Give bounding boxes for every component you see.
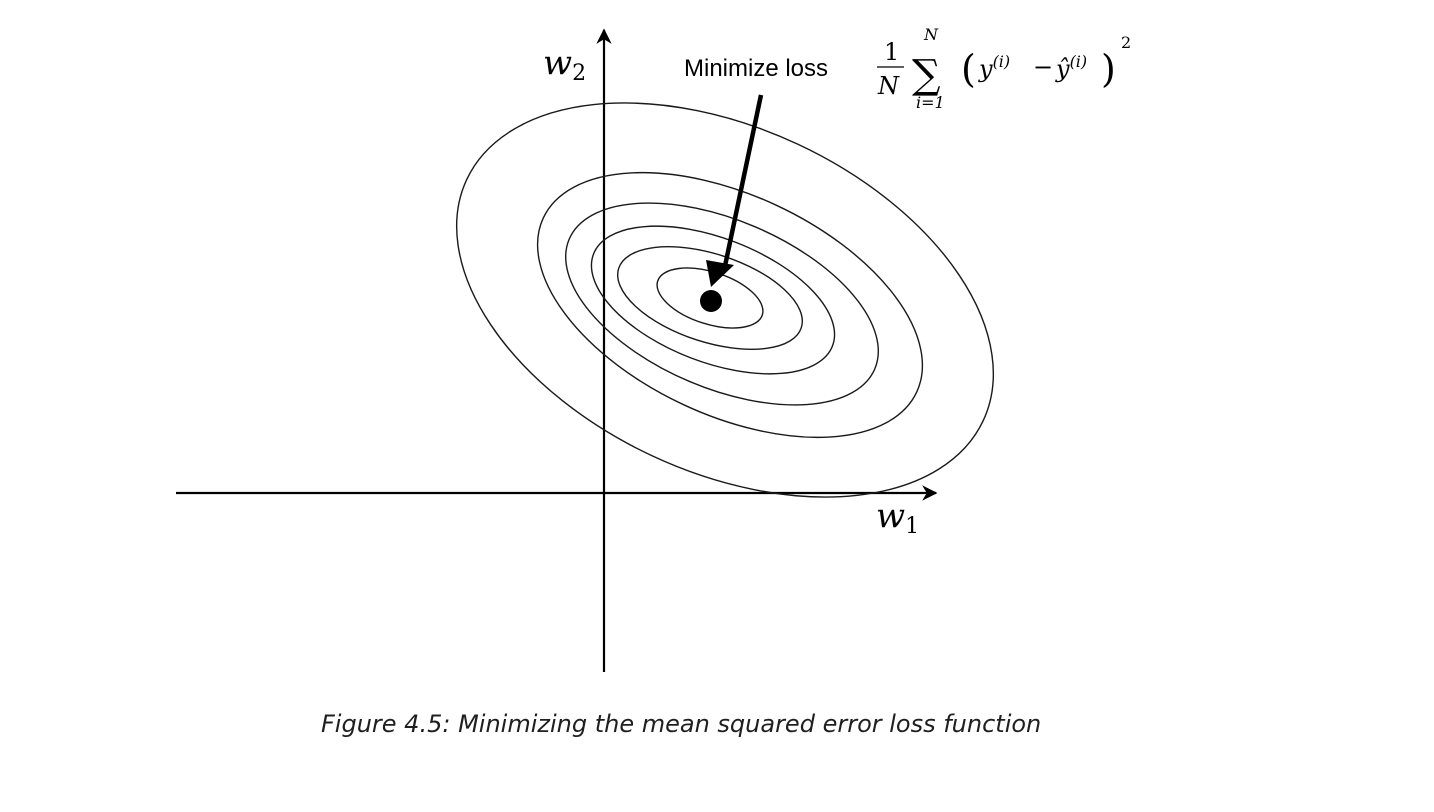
x-axis-label-var: w xyxy=(876,496,905,536)
annotation-arrow-head xyxy=(706,260,734,287)
contour-ring-5 xyxy=(536,171,924,439)
formula-close-paren: ) xyxy=(1101,47,1116,91)
y-axis-label-var: w xyxy=(543,43,572,83)
x-axis-label-sub: 1 xyxy=(905,514,919,539)
formula-frac-num: 1 xyxy=(884,38,899,66)
contour-ring-2 xyxy=(616,246,804,350)
annotation-text: Minimize loss xyxy=(684,55,828,82)
contour-ring-6 xyxy=(455,102,995,498)
figure-caption: Figure 4.5: Minimizing the mean squared … xyxy=(321,710,1042,738)
formula-sum-sign: ∑ xyxy=(912,52,941,98)
formula-y-sup: (i) xyxy=(993,52,1011,71)
mse-formula: 1 N N ∑ i=1 ( y(i) − ŷ(i) ) 2 xyxy=(877,25,1131,112)
contour-ring-4 xyxy=(565,202,879,406)
formula-yhat-sup: (i) xyxy=(1070,52,1088,71)
x-axis-label: w1 xyxy=(876,496,919,539)
minimum-point xyxy=(700,290,722,312)
annotation-arrow-shaft xyxy=(722,94,764,267)
contour-ring-3 xyxy=(590,225,836,375)
loss-contours xyxy=(455,102,995,498)
formula-minus: − xyxy=(1033,53,1053,81)
formula-sum-lower: i=1 xyxy=(916,93,945,112)
formula-y: y(i) xyxy=(978,52,1010,83)
y-axis-label: w2 xyxy=(543,43,586,86)
formula-yhat-var: ŷ xyxy=(1055,55,1070,83)
formula-open-paren: ( xyxy=(961,47,976,91)
formula-frac-den: N xyxy=(877,72,900,100)
formula-yhat: ŷ(i) xyxy=(1055,52,1087,83)
formula-y-var: y xyxy=(978,55,993,83)
y-axis-label-sub: 2 xyxy=(572,61,586,86)
formula-sum-upper: N xyxy=(923,25,939,44)
formula-exponent: 2 xyxy=(1121,33,1131,52)
